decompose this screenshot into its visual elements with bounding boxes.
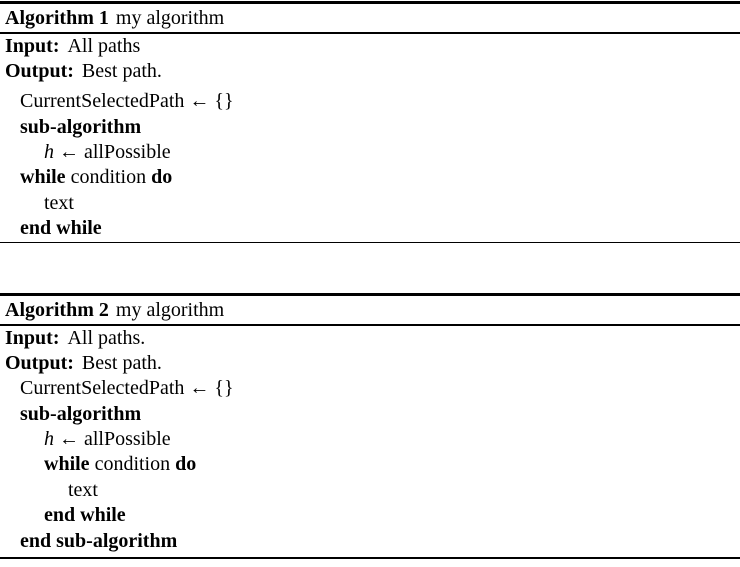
code-line: sub-algorithm [0, 402, 740, 427]
code-line: while condition do [0, 452, 740, 477]
keyword: end while [20, 217, 102, 240]
code-line: end while [0, 503, 740, 528]
keyword: do [151, 166, 173, 189]
bottom-rule [0, 557, 740, 559]
math-variable: h [44, 141, 54, 164]
output-text: Best path. [81, 351, 162, 374]
code-line: while condition do [0, 165, 740, 190]
output-label: Output: [5, 351, 74, 374]
code-line: end while [0, 216, 740, 241]
input-text: All paths. [67, 326, 146, 349]
code-line: CurrentSelectedPath ← {} [0, 376, 740, 401]
code-line: text [0, 478, 740, 503]
code-line: text [0, 191, 740, 216]
bottom-rule [0, 241, 740, 244]
keyword: while [44, 453, 90, 476]
caption-rule [0, 324, 740, 326]
input-line: Input: All paths. [0, 326, 740, 351]
algorithm-caption-label: Algorithm 2 [5, 299, 109, 321]
code-line: CurrentSelectedPath ← {} [0, 89, 740, 114]
output-text: Best path. [81, 59, 162, 82]
keyword: while [20, 166, 66, 189]
math-variable: h [44, 428, 54, 451]
keyword: end sub-algorithm [20, 529, 178, 552]
code-line: h ← allPossible [0, 427, 740, 452]
output-line: Output: Best path. [0, 351, 740, 376]
algorithm-caption-label: Algorithm 1 [5, 7, 109, 29]
algorithm-caption-title: my algorithm [115, 7, 225, 29]
code-line: end sub-algorithm [0, 529, 740, 554]
keyword: sub-algorithm [20, 402, 142, 425]
algorithm-caption-title: my algorithm [115, 299, 225, 321]
code-text: CurrentSelectedPath ← {} [20, 90, 234, 113]
input-label: Input: [5, 34, 60, 57]
code-text: text [68, 478, 98, 501]
keyword: do [175, 453, 197, 476]
code-line: sub-algorithm [0, 115, 740, 140]
top-rule [0, 1, 740, 4]
input-line: Input: All paths [0, 34, 740, 59]
top-rule [0, 293, 740, 296]
code-text: condition [89, 453, 176, 476]
output-line: Output: Best path. [0, 59, 740, 84]
caption-rule [0, 32, 740, 34]
algorithm-caption: Algorithm 2 my algorithm [0, 296, 740, 324]
output-label: Output: [5, 59, 74, 82]
keyword: sub-algorithm [20, 115, 142, 138]
code-line: h ← allPossible [0, 140, 740, 165]
code-text: condition [65, 166, 152, 189]
input-label: Input: [5, 326, 60, 349]
code-text: ← allPossible [54, 428, 171, 451]
code-text: CurrentSelectedPath ← {} [20, 377, 234, 400]
code-text: text [44, 191, 74, 214]
algorithm-caption: Algorithm 1 my algorithm [0, 4, 740, 32]
code-text: ← allPossible [54, 141, 171, 164]
input-text: All paths [67, 34, 141, 57]
keyword: end while [44, 504, 126, 527]
algorithm-block-2: Algorithm 2 my algorithm Input: All paths.… [0, 293, 740, 559]
